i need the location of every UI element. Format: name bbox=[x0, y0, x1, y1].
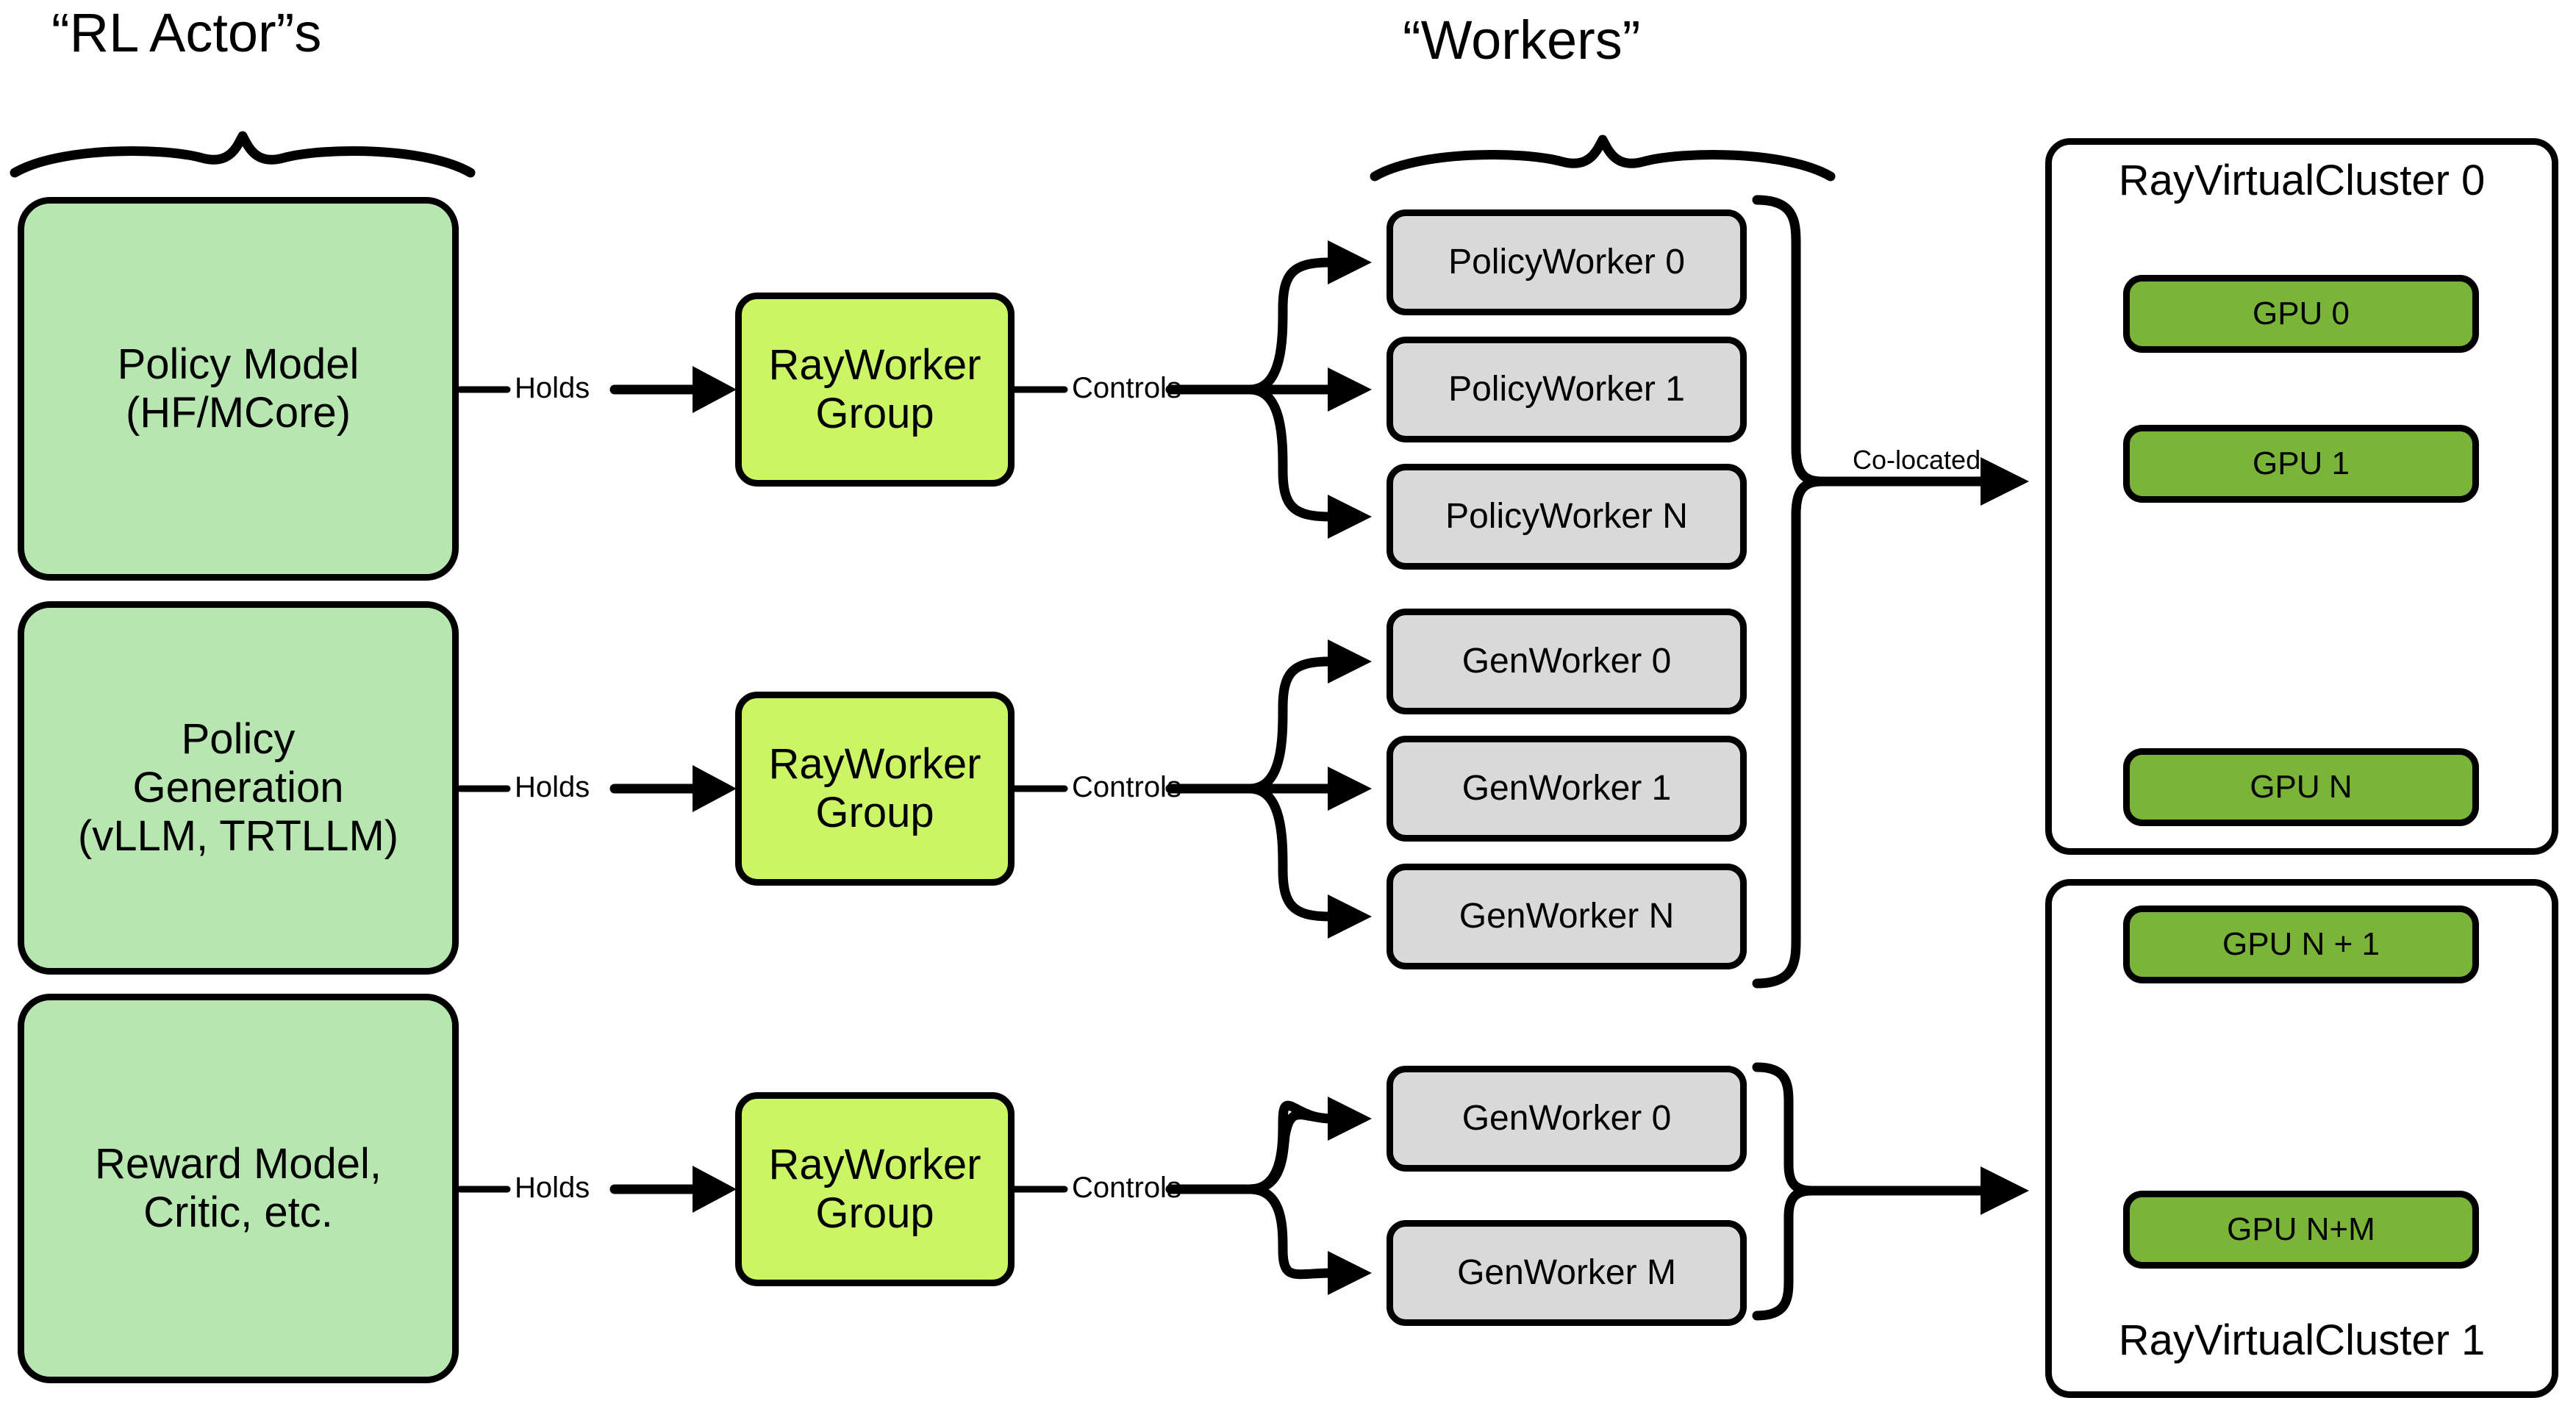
fanout-row2-top bbox=[1245, 656, 1336, 794]
gpu-label: GPU 0 bbox=[2252, 295, 2350, 331]
rayworker-group-row1[interactable]: RayWorker Group bbox=[735, 293, 1015, 487]
gpu-label: GPU N bbox=[2250, 768, 2353, 805]
worker-box-genworker-0-b[interactable]: GenWorker 0 bbox=[1387, 1066, 1747, 1172]
rwg-line-2: Group bbox=[815, 390, 934, 437]
worker-label: PolicyWorker 1 bbox=[1448, 369, 1685, 409]
fanout-row2-bot bbox=[1245, 783, 1336, 922]
arrowhead-row2-mid bbox=[1328, 767, 1372, 811]
gpu-box-0[interactable]: GPU 0 bbox=[2123, 275, 2479, 353]
holds-arrow-row3-head bbox=[693, 1166, 737, 1213]
brace-group2 bbox=[1752, 1062, 1817, 1321]
worker-label: GenWorker 0 bbox=[1461, 1098, 1672, 1138]
edge-label-controls-row3: Controls bbox=[1072, 1172, 1181, 1204]
colocated-arrow-head bbox=[1981, 457, 2029, 506]
rwg-line-1: RayWorker bbox=[768, 739, 981, 788]
actor-box-reward-model[interactable]: Reward Model, Critic, etc. bbox=[18, 994, 459, 1383]
gpu-box-1[interactable]: GPU 1 bbox=[2123, 425, 2479, 503]
rwg-line-1: RayWorker bbox=[768, 1140, 981, 1188]
gpu-label: GPU 1 bbox=[2252, 445, 2350, 481]
rwg-line-1: RayWorker bbox=[768, 340, 981, 389]
actor-line-1: Reward Model, bbox=[94, 1139, 382, 1188]
edge-label-controls-row2: Controls bbox=[1072, 771, 1181, 803]
cluster-0-title: RayVirtualCluster 0 bbox=[2118, 157, 2486, 204]
arrowhead-row3-bot bbox=[1328, 1251, 1372, 1295]
worker-label: GenWorker 0 bbox=[1461, 641, 1672, 681]
actor-line-3: (vLLM, TRTLLM) bbox=[77, 812, 399, 861]
rwg-line-2: Group bbox=[815, 789, 934, 836]
worker-box-genworker-0[interactable]: GenWorker 0 bbox=[1387, 609, 1747, 714]
edge-label-holds-row1: Holds bbox=[515, 372, 590, 404]
fanout-row1-bot bbox=[1245, 384, 1336, 522]
gpu-box-n[interactable]: GPU N bbox=[2123, 748, 2479, 826]
holds-arrow-row2-head bbox=[693, 765, 737, 812]
arrowhead-row2-top bbox=[1328, 639, 1372, 684]
actor-line-1: Policy Model bbox=[117, 340, 359, 388]
brace-workers bbox=[1370, 135, 1836, 182]
arrowhead-row1-bot bbox=[1328, 495, 1372, 539]
holds-arrow-row1-head bbox=[693, 366, 737, 413]
fanout-row3-top bbox=[1245, 1100, 1336, 1194]
actor-box-policy-model[interactable]: Policy Model (HF/MCore) bbox=[18, 197, 459, 581]
arrowhead-row1-mid bbox=[1328, 367, 1372, 412]
worker-box-policyworker-1[interactable]: PolicyWorker 1 bbox=[1387, 337, 1747, 442]
brace-rl-actors bbox=[10, 131, 476, 178]
edge-label-colocated: Co-located bbox=[1853, 445, 1981, 475]
gpu-box-n-plus-1[interactable]: GPU N + 1 bbox=[2123, 906, 2479, 983]
worker-label: PolicyWorker N bbox=[1445, 496, 1688, 536]
rayworker-group-row2[interactable]: RayWorker Group bbox=[735, 692, 1015, 886]
worker-box-policyworker-n[interactable]: PolicyWorker N bbox=[1387, 464, 1747, 570]
worker-box-policyworker-0[interactable]: PolicyWorker 0 bbox=[1387, 209, 1747, 315]
arrowhead-row3-top bbox=[1328, 1097, 1372, 1141]
cluster1-arrow-head bbox=[1981, 1166, 2029, 1215]
worker-label: GenWorker 1 bbox=[1461, 768, 1672, 808]
section-title-rl-actors: “RL Actor”s bbox=[51, 2, 322, 63]
actor-box-policy-generation[interactable]: Policy Generation (vLLM, TRTLLM) bbox=[18, 601, 459, 975]
worker-label: GenWorker M bbox=[1457, 1252, 1676, 1292]
edge-label-holds-row2: Holds bbox=[515, 771, 590, 803]
worker-box-genworker-1[interactable]: GenWorker 1 bbox=[1387, 736, 1747, 842]
fanout-row3-top2 bbox=[1245, 1110, 1337, 1194]
gpu-label: GPU N + 1 bbox=[2222, 925, 2380, 962]
brace-colocated-group1 bbox=[1752, 195, 1827, 989]
worker-box-genworker-m[interactable]: GenWorker M bbox=[1387, 1220, 1747, 1326]
section-title-workers: “Workers” bbox=[1403, 10, 1641, 71]
worker-label: GenWorker N bbox=[1459, 896, 1675, 936]
actor-line-1: Policy bbox=[181, 714, 296, 763]
fanout-row1-top bbox=[1245, 257, 1336, 395]
fanout-row3-bot bbox=[1245, 1184, 1337, 1280]
rwg-line-2: Group bbox=[815, 1189, 934, 1237]
actor-line-2: Critic, etc. bbox=[143, 1188, 333, 1236]
rayworker-group-row3[interactable]: RayWorker Group bbox=[735, 1092, 1015, 1286]
actor-line-2: Generation bbox=[132, 763, 344, 811]
worker-box-genworker-n[interactable]: GenWorker N bbox=[1387, 864, 1747, 969]
edge-label-controls-row1: Controls bbox=[1072, 372, 1181, 404]
gpu-box-n-plus-m[interactable]: GPU N+M bbox=[2123, 1191, 2479, 1269]
worker-label: PolicyWorker 0 bbox=[1448, 242, 1685, 282]
cluster-1-title: RayVirtualCluster 1 bbox=[2118, 1316, 2486, 1364]
arrowhead-row2-bot bbox=[1328, 894, 1372, 939]
edge-label-holds-row3: Holds bbox=[515, 1172, 590, 1204]
gpu-label: GPU N+M bbox=[2227, 1211, 2375, 1247]
arrowhead-row1-top bbox=[1328, 240, 1372, 284]
actor-line-2: (HF/MCore) bbox=[125, 389, 351, 437]
